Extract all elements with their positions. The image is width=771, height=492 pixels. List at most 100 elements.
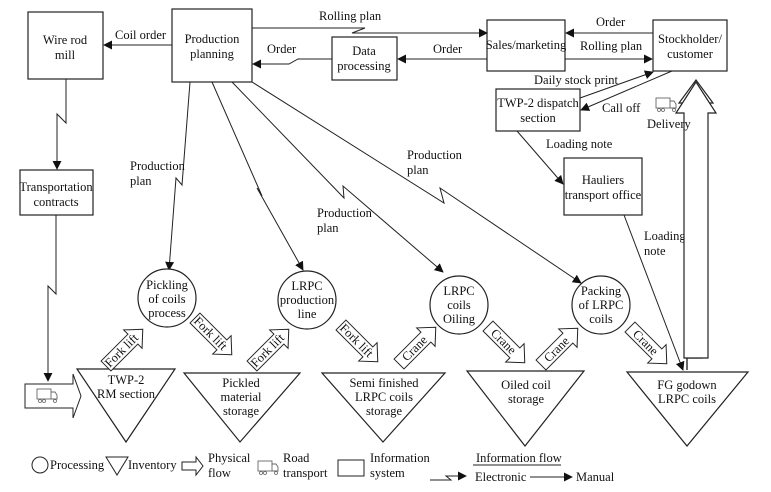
dispatch-label-2: section xyxy=(520,111,556,125)
road-transport-physical-flow xyxy=(24,373,82,419)
legend-information-system-label-2: system xyxy=(370,466,405,480)
legend-road-transport-label-2: transport xyxy=(283,466,328,480)
loading-note-1-label: Loading note xyxy=(546,137,613,151)
pickling-process: Pickling of coils process xyxy=(137,268,197,328)
packing-label-2: of LRPC xyxy=(579,298,624,312)
oiling-label-1: LRPC xyxy=(443,284,474,298)
order-to-planning-label: Order xyxy=(267,42,297,56)
transport-contracts-label-2: contracts xyxy=(33,195,78,209)
forklift-label-2: Fork lift xyxy=(191,314,230,353)
order-to-dp-label: Order xyxy=(433,42,463,56)
loading-note-flow-1: Loading note xyxy=(516,130,613,185)
legend-information-system-icon xyxy=(337,459,365,477)
legend-processing-label: Processing xyxy=(50,458,105,472)
production-plan-to-packing: Production plan xyxy=(251,81,582,284)
production-plan-2-label-1: Production xyxy=(317,206,373,220)
oiled-coil-storage-inventory: Oiled coil storage xyxy=(465,370,586,447)
pickling-label-1: Pickling xyxy=(146,278,188,292)
daily-stock-print-label: Daily stock print xyxy=(534,73,619,87)
pickled-label-3: storage xyxy=(223,404,260,418)
hauliers-label-1: Hauliers xyxy=(582,173,624,187)
pickling-label-2: of coils xyxy=(148,292,185,306)
call-off-flow: Call off xyxy=(580,70,673,115)
delivery-arrow xyxy=(674,80,718,359)
wire-rod-mill-label-2: mill xyxy=(55,48,76,62)
crane-arrow-packing-to-fg: Crane xyxy=(620,317,677,374)
twp2-rm-section-inventory: TWP-2 RM section xyxy=(75,368,177,444)
forklift-label-1: Fork lift xyxy=(102,331,141,370)
legend-inventory-icon xyxy=(105,456,129,476)
legend-inventory-label: Inventory xyxy=(128,458,177,472)
twp2-dispatch-box: TWP-2 dispatch section xyxy=(495,88,581,132)
rolling-plan-top-label: Rolling plan xyxy=(319,9,382,23)
forklift-arrow-pickling-to-storage: Fork lift xyxy=(185,308,242,365)
data-processing-label-1: Data xyxy=(352,44,376,58)
delivery-truck: Delivery xyxy=(647,97,691,131)
fg-godown-label-2: LRPC coils xyxy=(658,392,716,406)
order-from-customer-flow: Order xyxy=(565,15,653,38)
legend-processing-icon xyxy=(31,456,49,474)
call-off-label: Call off xyxy=(602,101,641,115)
stockholder-label-1: Stockholder/ xyxy=(658,32,722,46)
pickling-label-3: process xyxy=(148,306,186,320)
lrpc-line-label-2: production xyxy=(280,293,335,307)
rolling-plan-flow-top: Rolling plan xyxy=(252,9,488,38)
legend-road-transport-label-1: Road xyxy=(283,451,310,465)
coil-order-flow: Coil order xyxy=(103,28,172,50)
sales-marketing-label: Sales/marketing xyxy=(486,38,567,52)
forklift-label-4: Fork lift xyxy=(337,321,376,360)
rolling-plan-customer-label: Rolling plan xyxy=(580,39,643,53)
semi-finished-storage-inventory: Semi finished LRPC coils storage xyxy=(320,372,447,443)
lrpc-line-label-3: line xyxy=(298,307,317,321)
crane-arrow-storage-to-packing: Crane xyxy=(531,318,588,375)
production-planning-label-2: planning xyxy=(190,47,234,61)
crane-arrow-oiling-to-storage: Crane xyxy=(478,316,535,373)
production-plan-to-pickling: Production plan xyxy=(130,81,191,271)
loading-note-2-label-2: note xyxy=(644,244,666,258)
production-plan-2-label-2: plan xyxy=(317,221,339,235)
legend-physical-flow-label-1: Physical xyxy=(208,451,251,465)
legend-manual-label: Manual xyxy=(576,470,615,484)
coil-order-label: Coil order xyxy=(115,28,167,42)
lrpc-production-line-process: LRPC production line xyxy=(277,270,337,330)
rm-section-label-1: TWP-2 xyxy=(108,373,145,387)
production-plan-to-lrpc-line xyxy=(211,81,304,271)
delivery-truck-icon xyxy=(655,97,677,112)
production-plan-1-label-1: Production xyxy=(130,159,186,173)
data-processing-label-2: processing xyxy=(337,59,391,73)
legend-information-flow-title: Information flow xyxy=(476,451,562,465)
daily-stock-print-flow: Daily stock print xyxy=(534,70,654,99)
forklift-arrow-storage-to-lrpc: Fork lift xyxy=(242,319,299,376)
oiled-label-1: Oiled coil xyxy=(501,378,551,392)
wire-mill-to-contracts-flow xyxy=(52,79,67,170)
wire-rod-mill-label-1: Wire rod xyxy=(43,33,88,47)
packing-label-3: coils xyxy=(589,312,613,326)
loading-note-2-label-1: Loading xyxy=(644,229,686,243)
forklift-arrow-rm-to-pickling: Fork lift xyxy=(96,319,153,376)
pickled-material-storage-inventory: Pickled material storage xyxy=(182,372,302,443)
production-plan-3-label-2: plan xyxy=(407,163,429,177)
oiling-label-2: coils xyxy=(447,298,471,312)
legend-physical-flow-label-2: flow xyxy=(208,466,231,480)
loading-note-flow-2: Loading note xyxy=(623,214,686,371)
production-plan-to-oiling: Production plan xyxy=(231,81,444,273)
production-planning-label-1: Production xyxy=(185,32,241,46)
lrpc-line-label-1: LRPC xyxy=(291,279,322,293)
forklift-label-3: Fork lift xyxy=(248,331,287,370)
transportation-contracts-box: Transportation contracts xyxy=(19,169,94,216)
contracts-to-transport-flow xyxy=(43,215,57,382)
production-planning-box: Production planning xyxy=(171,8,253,83)
legend-electronic-icon xyxy=(430,471,467,481)
semi-finished-label-1: Semi finished xyxy=(349,376,419,390)
delivery-label: Delivery xyxy=(647,117,691,131)
semi-finished-label-3: storage xyxy=(366,404,403,418)
crane-arrow-semi-to-oiling: Crane xyxy=(389,317,446,374)
legend-road-transport-icon xyxy=(257,460,279,475)
forklift-arrow-lrpc-to-semi: Fork lift xyxy=(331,315,388,372)
stockholder-customer-box: Stockholder/ customer xyxy=(652,19,728,72)
rolling-plan-to-customer-flow: Rolling plan xyxy=(565,39,653,64)
legend-information-system-label-1: Information xyxy=(370,451,430,465)
packing-label-1: Packing xyxy=(581,284,622,298)
fg-godown-label-1: FG godown xyxy=(657,378,717,392)
production-plan-1-label-2: plan xyxy=(130,174,152,188)
